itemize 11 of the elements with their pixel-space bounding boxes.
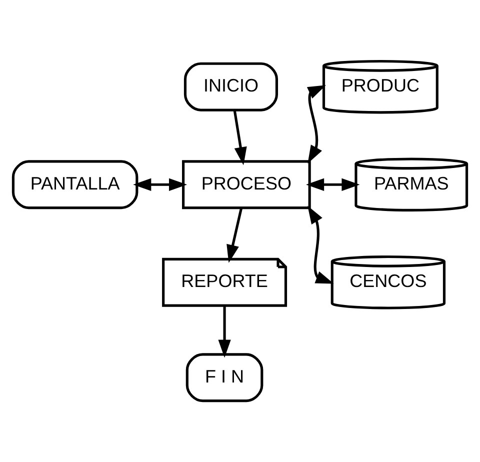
arrow [306,178,360,191]
arrow [218,306,231,358]
arrow [133,178,188,191]
arrow [226,208,243,263]
node-box: PANTALLA [12,160,138,210]
node-box: F I N [186,353,264,402]
node-box: INICIO [184,62,278,112]
arrow [233,110,247,166]
node-box: PROCESO [182,160,311,210]
arrow [308,206,334,284]
arrow [306,85,326,164]
